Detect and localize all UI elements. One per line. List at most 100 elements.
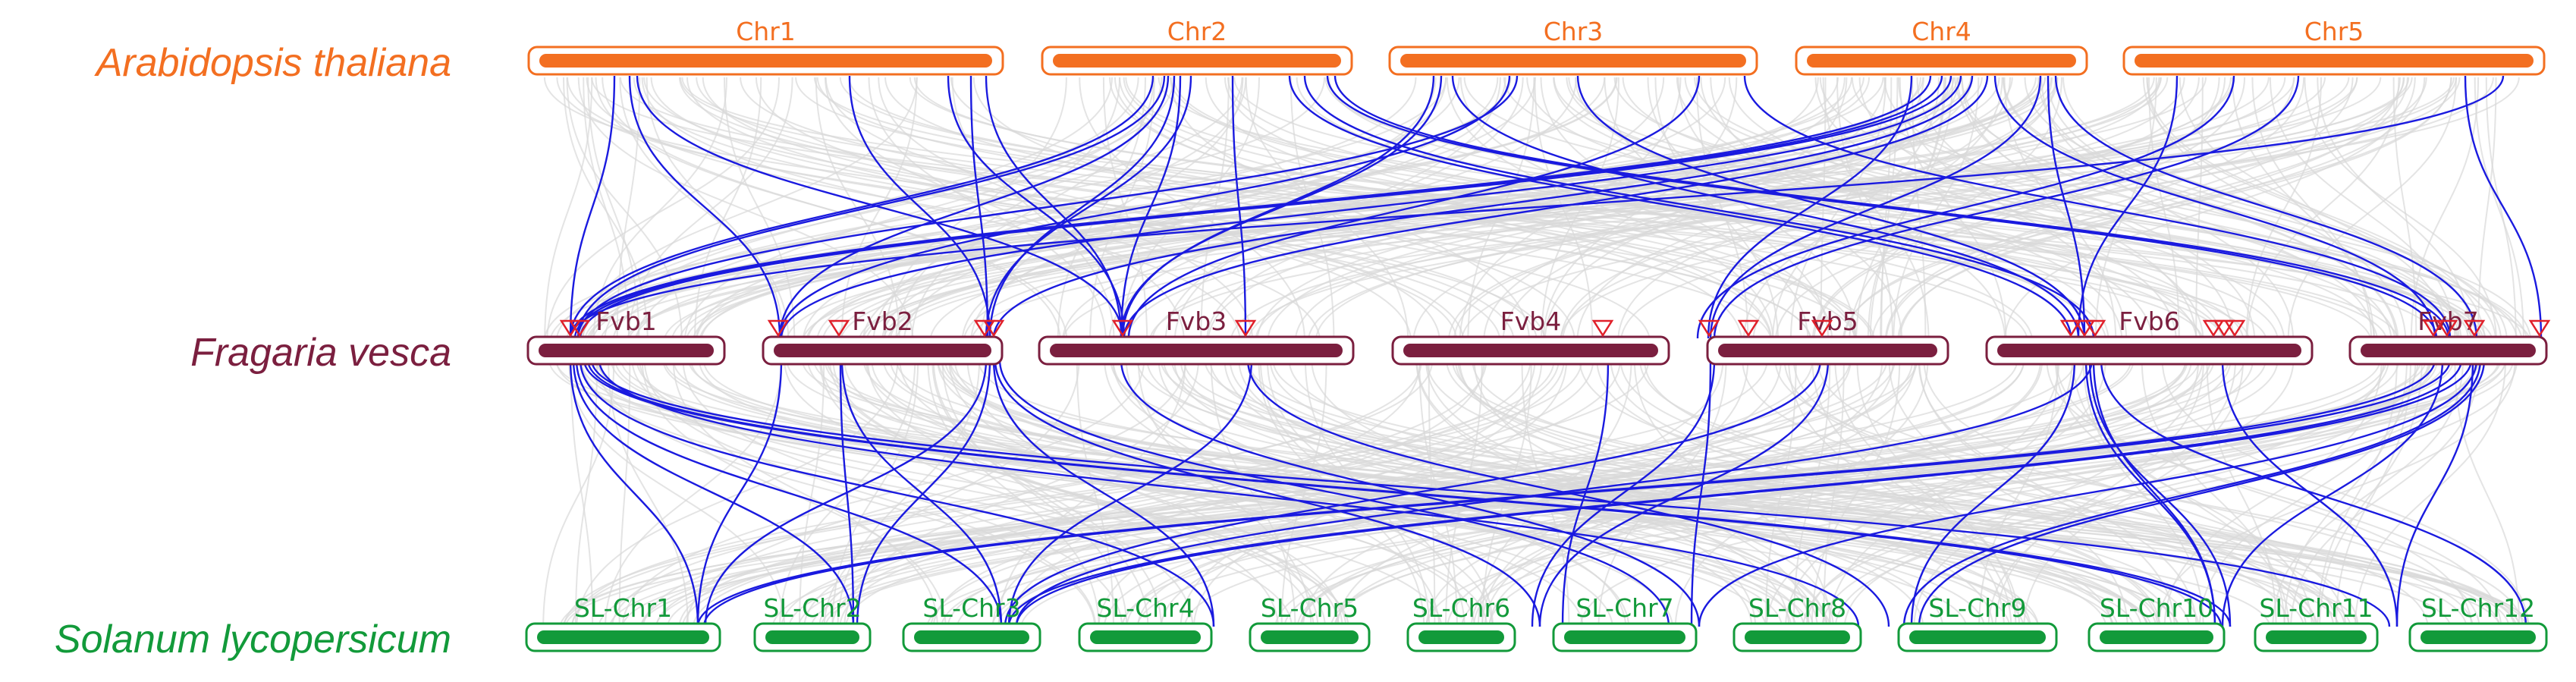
background-link bbox=[1923, 359, 2347, 630]
background-link bbox=[865, 359, 1584, 630]
syntenic-gene-link bbox=[1123, 75, 1989, 339]
background-link bbox=[1459, 77, 1833, 344]
syntenic-gene-link bbox=[1231, 75, 1247, 339]
background-link bbox=[2024, 77, 2508, 344]
syntenic-gene-link bbox=[992, 359, 1215, 627]
syntenic-gene-link bbox=[569, 359, 699, 627]
chromosome-label-chr1: Chr1 bbox=[736, 17, 796, 46]
background-link bbox=[890, 359, 2011, 630]
background-link bbox=[1834, 359, 2518, 630]
background-link bbox=[1123, 77, 2034, 344]
gene-marker-triangle bbox=[2084, 319, 2106, 338]
syntenic-gene-link bbox=[2221, 359, 2399, 627]
background-link bbox=[574, 359, 598, 630]
background-link bbox=[1541, 77, 1619, 344]
gene-marker-triangle bbox=[1234, 319, 1257, 338]
background-link bbox=[564, 77, 2047, 344]
background-link bbox=[1459, 77, 1682, 344]
syntenic-gene-link bbox=[848, 75, 991, 339]
background-link bbox=[1230, 77, 2358, 344]
background-link bbox=[566, 77, 683, 344]
background-link bbox=[1269, 359, 2032, 630]
background-link bbox=[1526, 77, 2198, 344]
chromosome-sl-chr11-bar bbox=[2266, 630, 2367, 644]
chromosome-label-sl-chr4: SL-Chr4 bbox=[1096, 593, 1194, 623]
background-link bbox=[1487, 359, 2389, 630]
chromosome-chr3-bar bbox=[1400, 54, 1746, 68]
background-link bbox=[1426, 359, 2173, 630]
background-link bbox=[686, 77, 1465, 344]
background-link bbox=[627, 77, 793, 344]
background-link bbox=[2082, 359, 2204, 630]
background-link bbox=[1460, 77, 2405, 344]
syntenic-gene-link bbox=[1288, 75, 2072, 339]
background-link bbox=[949, 359, 1805, 630]
background-link bbox=[1961, 77, 2235, 344]
syntenic-gene-link bbox=[569, 75, 616, 339]
gene-marker-triangle bbox=[2202, 319, 2225, 338]
background-link bbox=[2304, 77, 2498, 344]
syntenic-gene-link bbox=[1120, 75, 1182, 339]
background-link bbox=[1978, 359, 2059, 630]
background-link bbox=[843, 359, 1488, 630]
syntenic-gene-link bbox=[1538, 359, 1830, 627]
syntenic-gene-link bbox=[778, 75, 1170, 339]
gene-marker-triangle bbox=[1698, 319, 1720, 338]
background-link bbox=[589, 77, 1617, 344]
background-link bbox=[597, 359, 2018, 630]
syntenic-gene-link bbox=[579, 75, 1952, 339]
syntenic-gene-link bbox=[576, 75, 1166, 339]
chromosome-fvb2-bar bbox=[774, 344, 991, 357]
background-link bbox=[621, 359, 1145, 630]
syntenic-gene-link bbox=[856, 359, 991, 627]
background-link bbox=[696, 77, 1812, 344]
background-link bbox=[1204, 359, 2521, 630]
syntenic-gene-link bbox=[1004, 359, 1822, 627]
background-link bbox=[576, 359, 899, 630]
syntenic-gene-link bbox=[1993, 75, 2436, 339]
background-link bbox=[799, 359, 825, 630]
chromosome-label-fvb2: Fvb2 bbox=[852, 306, 913, 336]
syntenic-gene-link bbox=[2464, 75, 2543, 339]
gene-marker-triangle bbox=[767, 319, 790, 338]
syntenic-gene-link bbox=[992, 75, 1974, 339]
background-link bbox=[823, 359, 1080, 630]
chromosome-sl-chr5-bar bbox=[1261, 630, 1359, 644]
syntenic-gene-link bbox=[579, 359, 1215, 627]
chromosome-sl-chr7-bar bbox=[1564, 630, 1685, 644]
background-link bbox=[570, 359, 1583, 630]
syntenic-gene-link bbox=[572, 359, 855, 627]
background-link bbox=[1956, 77, 2256, 344]
syntenic-gene-link bbox=[1713, 75, 2300, 339]
background-link bbox=[807, 359, 1828, 630]
background-link bbox=[610, 359, 2040, 630]
background-link bbox=[2454, 359, 2521, 630]
background-link bbox=[2198, 359, 2417, 630]
chromosome-sl-chr8-bar bbox=[1745, 630, 1850, 644]
background-link bbox=[580, 359, 1293, 630]
gene-marker-triangle bbox=[2223, 319, 2246, 338]
background-link bbox=[592, 77, 727, 344]
background-link bbox=[1256, 77, 1846, 344]
chromosome-sl-chr4-bar bbox=[1090, 630, 1201, 644]
background-link bbox=[1802, 359, 2385, 630]
background-link bbox=[1728, 77, 2285, 344]
background-link bbox=[1792, 359, 1831, 630]
syntenic-gene-link bbox=[2077, 75, 2179, 339]
chromosome-label-fvb6: Fvb6 bbox=[2119, 306, 2179, 336]
background-link bbox=[2163, 359, 2383, 630]
background-link bbox=[2354, 359, 2507, 630]
chromosome-label-sl-chr10: SL-Chr10 bbox=[2100, 593, 2213, 623]
background-link bbox=[2485, 77, 2517, 344]
chromosome-chr2-bar bbox=[1053, 54, 1341, 68]
background-link bbox=[840, 77, 918, 344]
background-link bbox=[941, 359, 1128, 630]
background-link bbox=[784, 359, 1347, 630]
background-link bbox=[1451, 359, 2474, 630]
chromosome-label-sl-chr6: SL-Chr6 bbox=[1412, 593, 1510, 623]
syntenic-gene-link bbox=[1918, 359, 2486, 627]
background-link bbox=[646, 77, 784, 344]
background-link bbox=[555, 359, 1968, 630]
